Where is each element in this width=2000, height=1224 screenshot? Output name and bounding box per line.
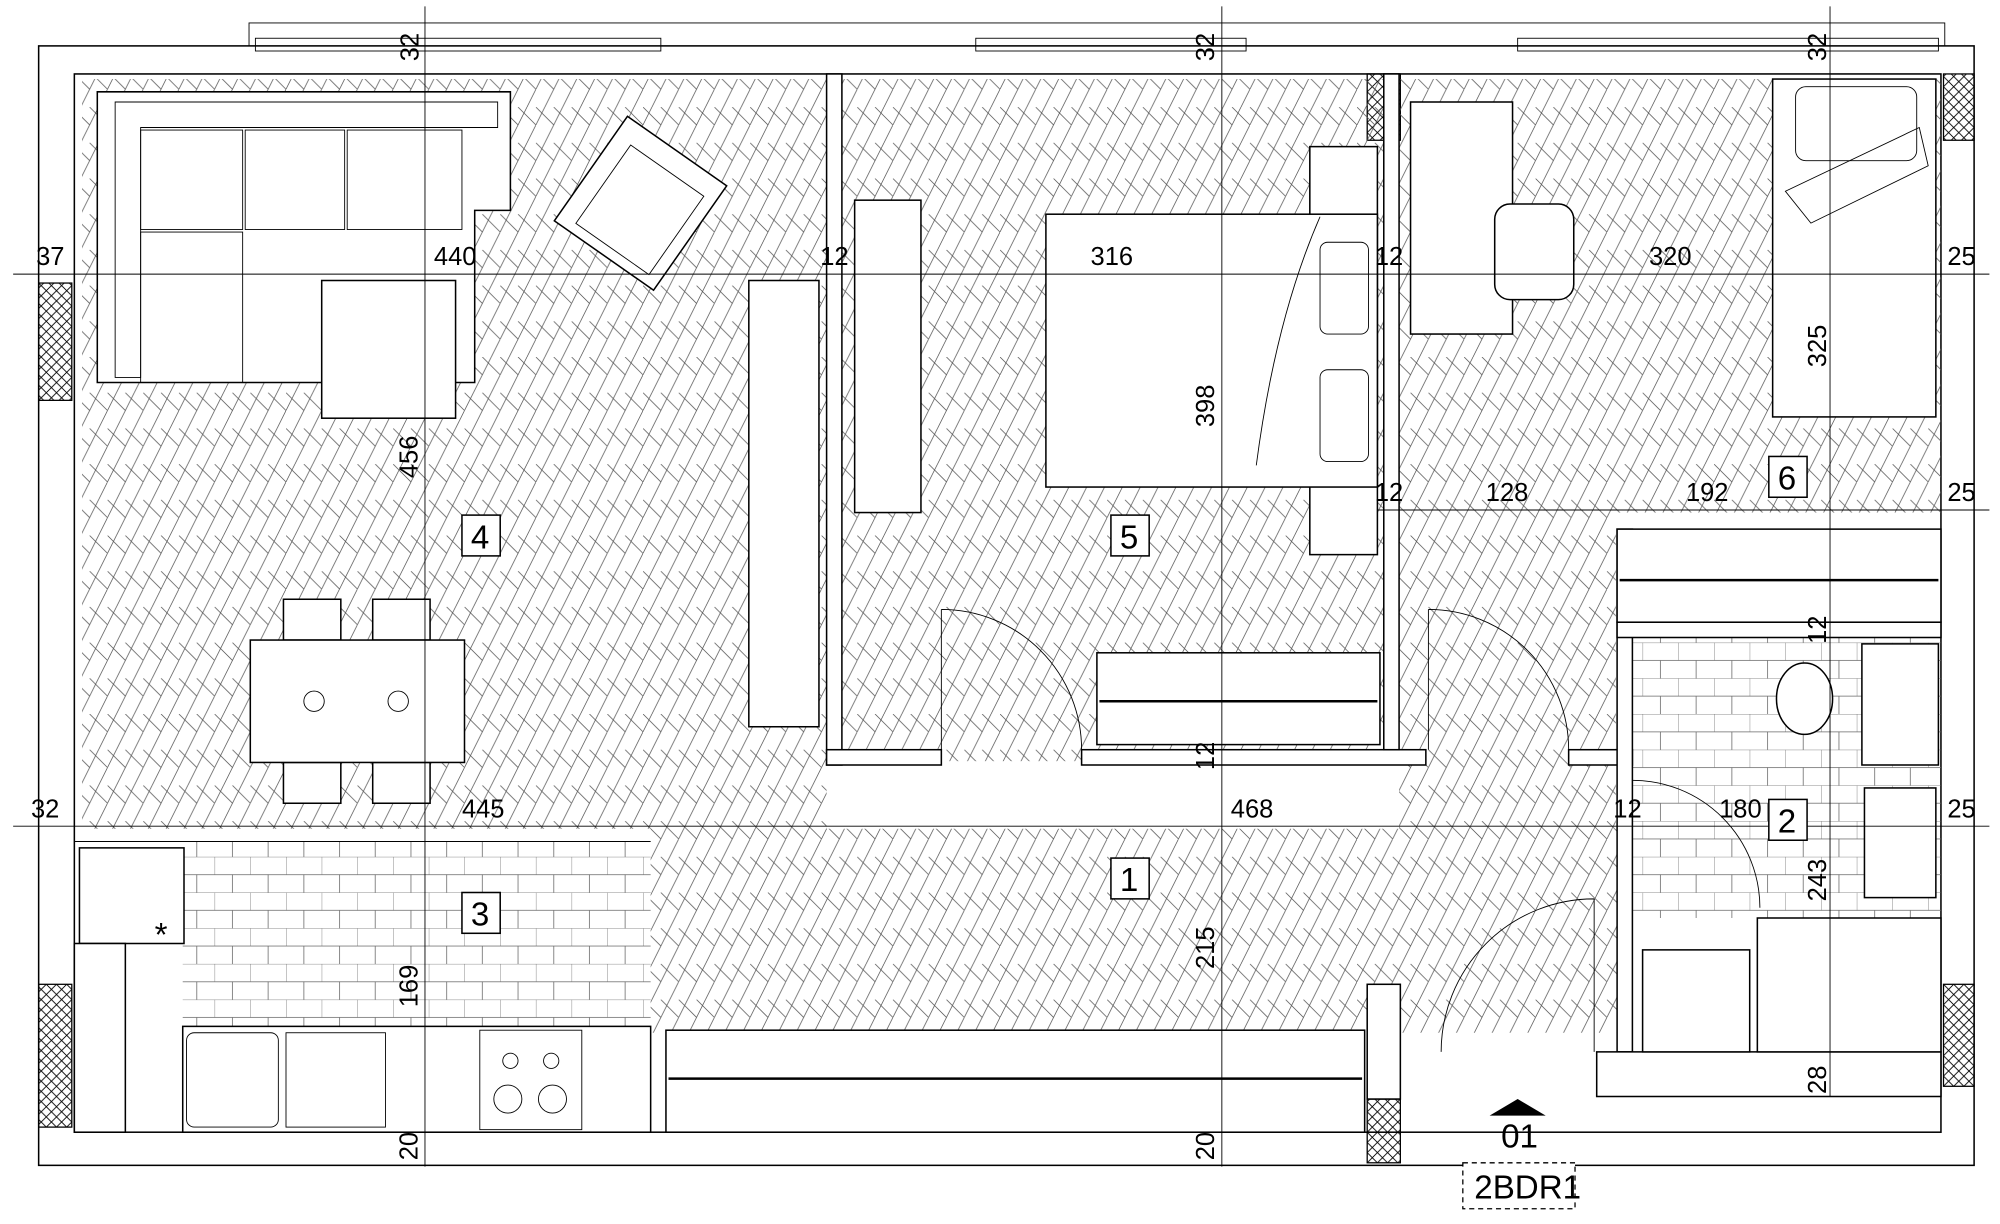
door-swings bbox=[940, 609, 1761, 1052]
dim-label: 12 bbox=[1804, 616, 1832, 644]
dim-label: 192 bbox=[1686, 479, 1729, 507]
hall-wardrobe bbox=[1616, 528, 1942, 623]
dim-label: 320 bbox=[1649, 243, 1692, 271]
dim-label: 440 bbox=[434, 243, 477, 271]
dim-label: 12 bbox=[820, 243, 848, 271]
dim-label: 215 bbox=[1192, 926, 1220, 969]
dim-label: 37 bbox=[36, 243, 64, 271]
room-number-5: 5 bbox=[1120, 519, 1138, 556]
dim-label: 20 bbox=[1192, 1132, 1220, 1160]
room-number-1: 1 bbox=[1120, 862, 1138, 899]
dim-label: 456 bbox=[395, 436, 423, 479]
dresser bbox=[1096, 652, 1381, 746]
windows bbox=[254, 37, 1939, 52]
dimension-lines bbox=[13, 6, 1990, 1167]
dim-label: 32 bbox=[31, 795, 59, 823]
entrance-arrow-icon bbox=[1489, 1099, 1546, 1116]
dim-label: 325 bbox=[1804, 325, 1832, 368]
dim-label: 180 bbox=[1719, 795, 1762, 823]
room-3-kitchen-tiles bbox=[182, 841, 651, 1027]
room-number-2: 2 bbox=[1778, 804, 1796, 841]
dim-label: 28 bbox=[1804, 1066, 1832, 1094]
dim-label: 243 bbox=[1804, 859, 1832, 902]
dim-label: 12 bbox=[1375, 479, 1403, 507]
room-number-3: 3 bbox=[471, 897, 489, 934]
kitchen-counter bbox=[73, 847, 652, 1133]
dim-label: 25 bbox=[1947, 479, 1975, 507]
dim-label: 25 bbox=[1947, 795, 1975, 823]
room-number-6: 6 bbox=[1778, 461, 1796, 498]
dim-label: 32 bbox=[1804, 33, 1832, 61]
washing-machine bbox=[1861, 643, 1940, 766]
dim-label: 12 bbox=[1192, 742, 1220, 770]
single-bed bbox=[1771, 78, 1937, 418]
desk-with-chair bbox=[1409, 101, 1575, 335]
room-number-4: 4 bbox=[471, 519, 489, 556]
cooktop bbox=[479, 1029, 583, 1131]
room-tags: 1 2 3 4 5 6 bbox=[461, 455, 1808, 935]
sink bbox=[186, 1032, 279, 1128]
wardrobe-bedroom-5 bbox=[853, 199, 922, 514]
dim-label: 32 bbox=[1192, 33, 1220, 61]
interior-walls bbox=[74, 73, 1942, 1100]
storage-unit bbox=[1641, 949, 1751, 1053]
dim-label: 445 bbox=[462, 795, 505, 823]
dim-label: 20 bbox=[395, 1132, 423, 1160]
corridor-floor bbox=[1399, 512, 1616, 829]
dining-table bbox=[249, 598, 466, 805]
dimension-labels: 32 32 32 37 440 12 316 12 320 25 456 398… bbox=[31, 33, 1976, 1160]
toilet bbox=[1775, 662, 1834, 736]
tv-cabinet bbox=[748, 279, 820, 728]
entrance-marker: 01 2BDR1 bbox=[1462, 1099, 1581, 1210]
dim-label: 169 bbox=[395, 965, 423, 1008]
dim-label: 468 bbox=[1231, 795, 1274, 823]
entrance-label: 01 bbox=[1501, 1119, 1538, 1156]
entry-wardrobe bbox=[665, 1029, 1366, 1133]
dim-label: 25 bbox=[1947, 243, 1975, 271]
coffee-table bbox=[320, 279, 457, 419]
armchair bbox=[553, 115, 728, 292]
dishwasher bbox=[285, 1032, 386, 1128]
kitchen-marker: * bbox=[155, 917, 168, 954]
dim-label: 398 bbox=[1192, 385, 1220, 428]
shower bbox=[1756, 917, 1942, 1053]
washbasin bbox=[1863, 787, 1937, 899]
plan-code: 2BDR1 bbox=[1474, 1170, 1581, 1207]
dim-label: 12 bbox=[1375, 243, 1403, 271]
dim-label: 128 bbox=[1486, 479, 1529, 507]
dim-label: 316 bbox=[1091, 243, 1134, 271]
double-bed bbox=[1045, 145, 1379, 556]
dim-label: 12 bbox=[1613, 795, 1641, 823]
dim-label: 32 bbox=[397, 33, 425, 61]
bathroom-fixtures bbox=[1641, 643, 1942, 1053]
